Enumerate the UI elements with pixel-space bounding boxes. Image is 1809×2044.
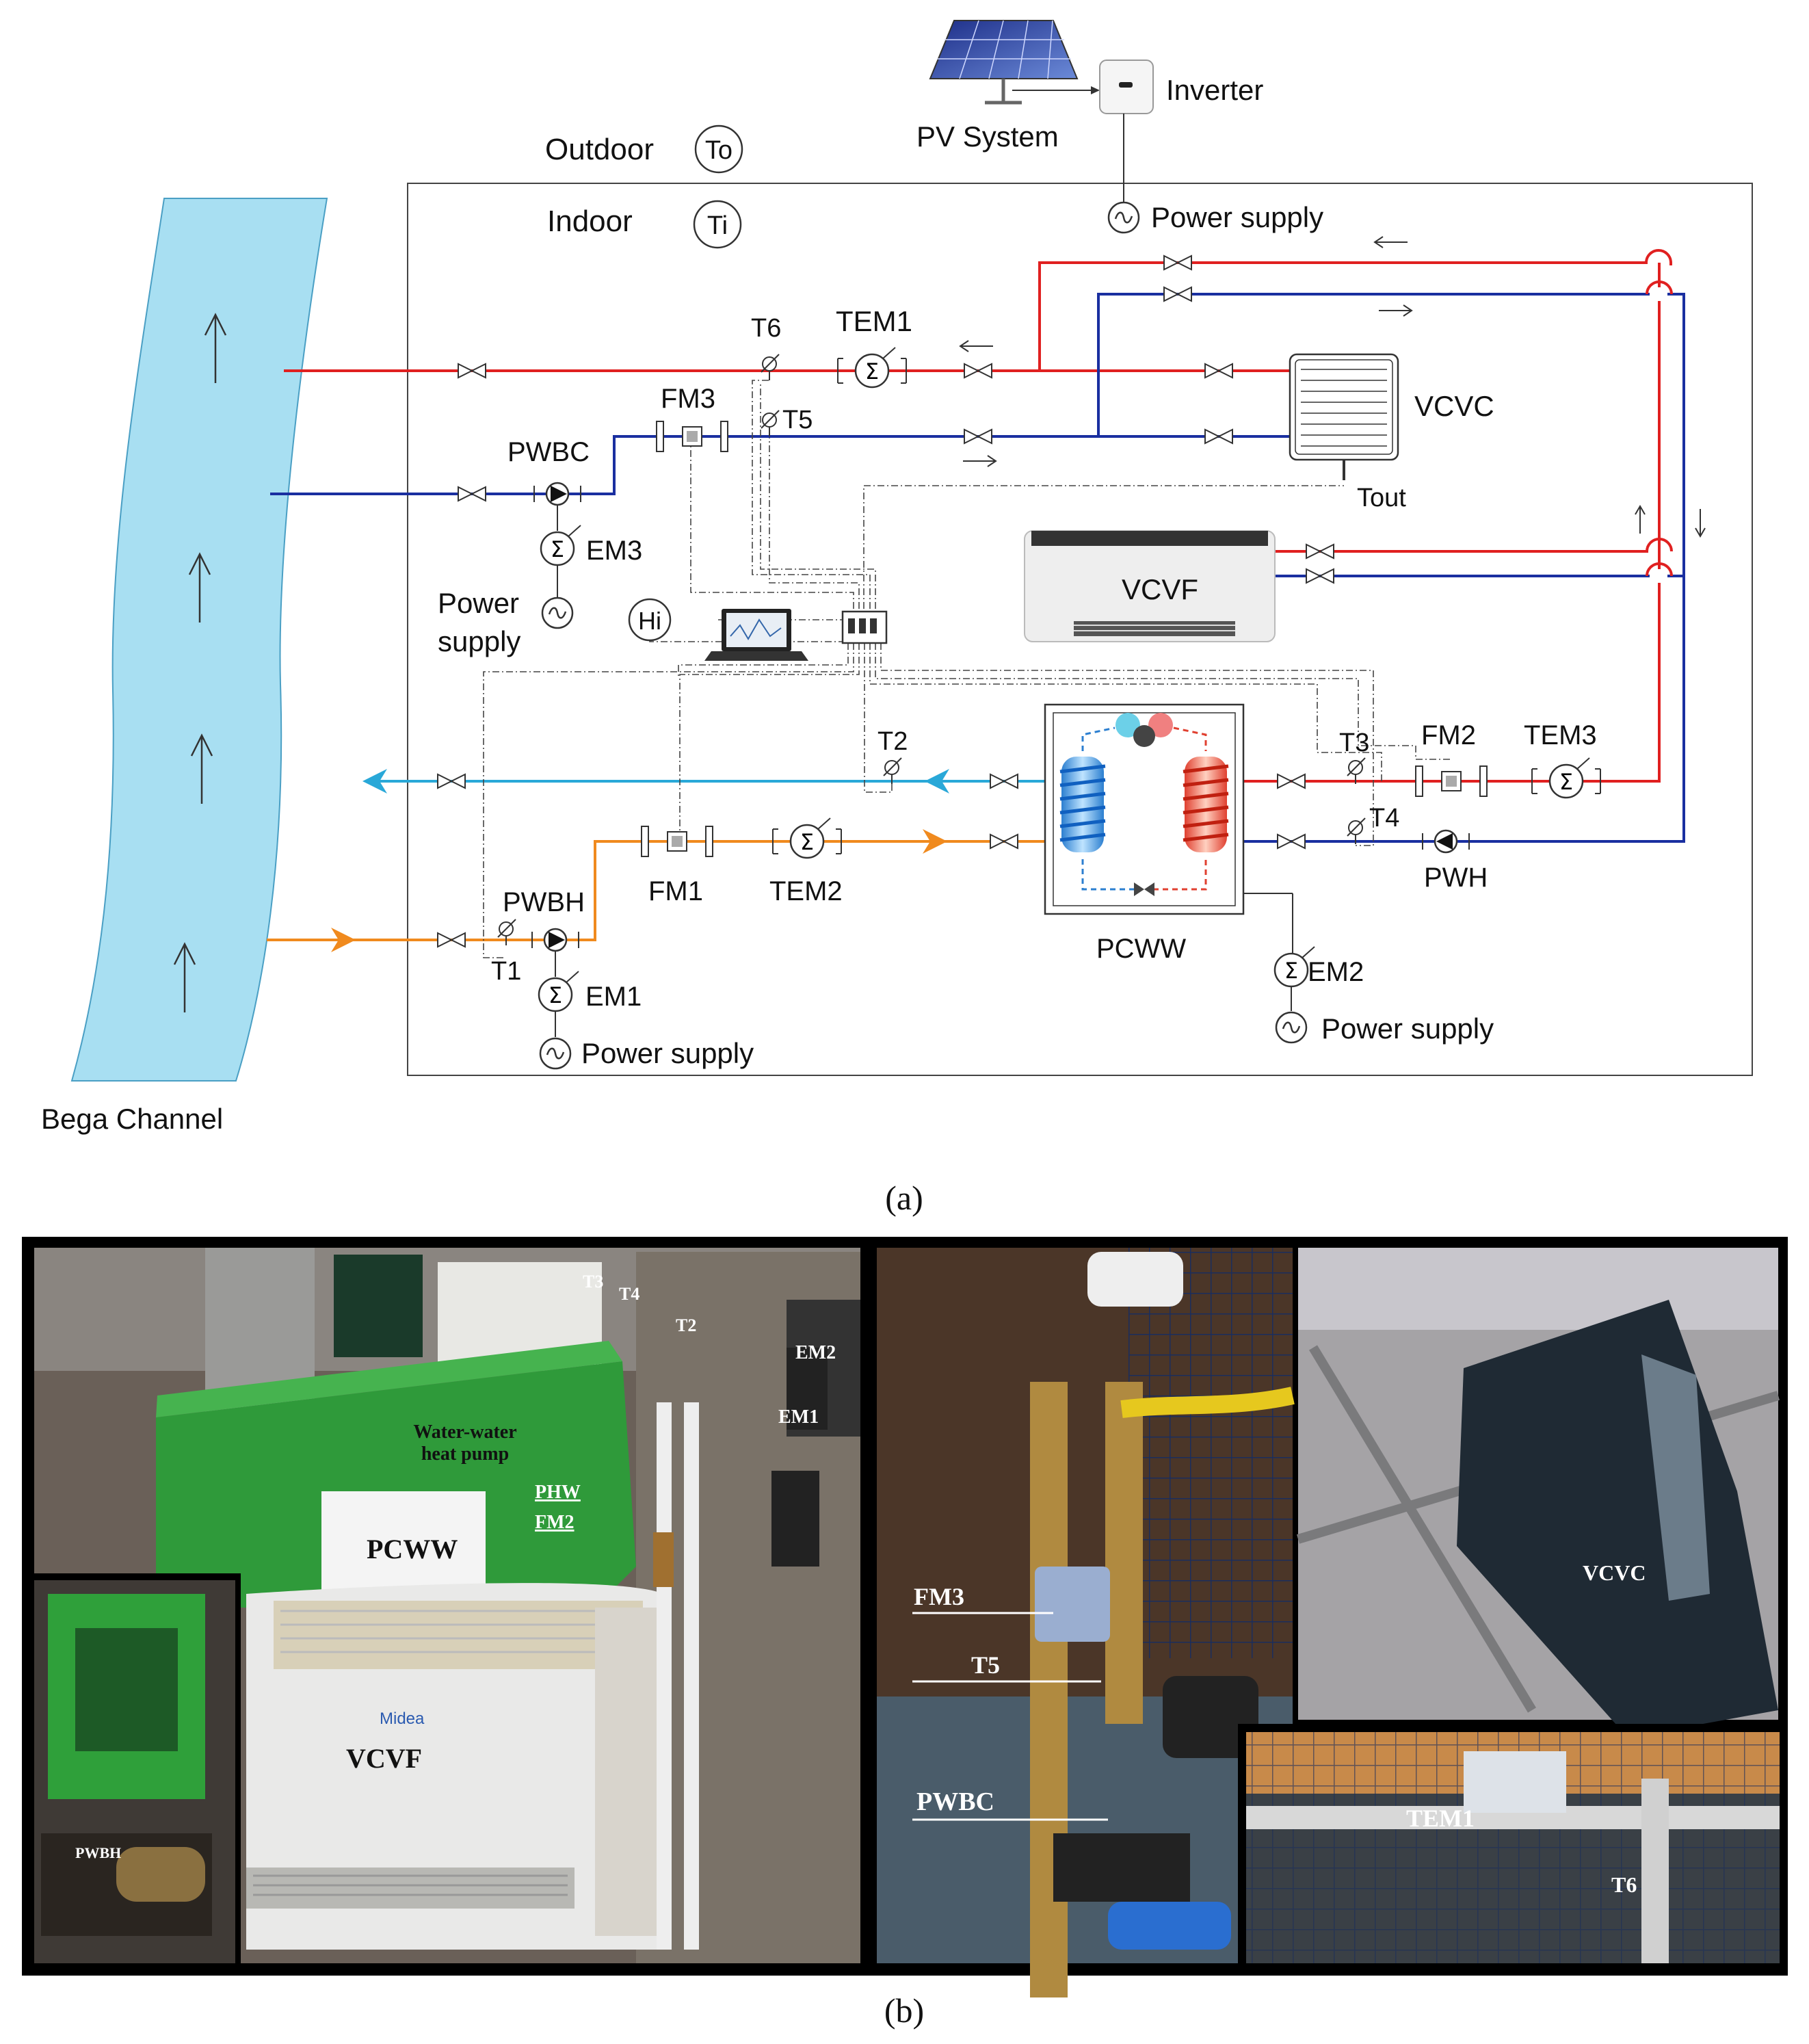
tout-label: Tout xyxy=(1357,484,1406,512)
photo-inset-pwbh xyxy=(29,1573,241,1969)
power-supply-right-icon xyxy=(1275,1011,1308,1044)
cold-pipes xyxy=(270,293,1685,843)
photo1-t2-label: T2 xyxy=(676,1315,696,1335)
photo1-phw-label: PHW xyxy=(535,1482,581,1503)
tem1-label: TEM1 xyxy=(836,305,912,337)
outdoor-label: Outdoor xyxy=(545,133,654,166)
tem1-meter xyxy=(836,346,908,389)
photo2-leaders xyxy=(912,1612,1108,1821)
photo4-tem1-label: TEM1 xyxy=(1406,1805,1475,1832)
t2-label: T2 xyxy=(877,727,908,756)
power-supply-bottom-label: Power supply xyxy=(581,1037,754,1069)
photo1-pwbh-label: PWBH xyxy=(75,1844,121,1861)
channel-flow-arrows xyxy=(173,313,227,1012)
bega-channel-label: Bega Channel xyxy=(41,1103,223,1135)
tem2-label: TEM2 xyxy=(769,876,843,906)
photo4-t6-label: T6 xyxy=(1611,1872,1637,1897)
data-logger xyxy=(841,610,888,644)
em1-meter xyxy=(538,970,580,1012)
t6-label: T6 xyxy=(751,314,781,343)
laptop-icon xyxy=(704,609,808,661)
humidity-sensor xyxy=(628,598,672,642)
fm2-label: FM2 xyxy=(1421,720,1476,750)
t5-sensor xyxy=(761,410,780,437)
caption-b: (b) xyxy=(884,1991,924,2030)
sensor-wiring xyxy=(483,380,1451,958)
t4-label: T4 xyxy=(1369,804,1399,833)
t1-label: T1 xyxy=(491,957,521,986)
outdoor-temp-sensor xyxy=(694,125,743,174)
supply-arrow-2 xyxy=(923,829,947,854)
tem3-label: TEM3 xyxy=(1524,720,1597,750)
t1-sensor xyxy=(497,919,516,946)
caption-a: (a) xyxy=(885,1179,923,1217)
to-label: To xyxy=(705,136,732,165)
power-supply-top-icon xyxy=(1107,201,1140,234)
t5-label: T5 xyxy=(782,406,813,434)
em3-label: EM3 xyxy=(586,536,642,566)
indoor-boundary xyxy=(407,183,1753,1076)
photo2-pwbc-label: PWBC xyxy=(916,1787,994,1816)
em3-meter xyxy=(540,524,582,566)
photo2-t5-label: T5 xyxy=(971,1651,1000,1679)
photo1-em1-label: EM1 xyxy=(778,1406,819,1428)
photo1-fm2-label: FM2 xyxy=(535,1512,575,1533)
photo1-em2-label: EM2 xyxy=(795,1342,836,1363)
indoor-label: Indoor xyxy=(547,205,633,238)
direction-arrows xyxy=(959,236,1706,538)
photo1-vcvf-label: VCVF xyxy=(346,1743,422,1774)
pv-panel xyxy=(929,20,1079,105)
fm3-label: FM3 xyxy=(661,384,715,414)
ti-label: Ti xyxy=(707,211,728,240)
em1-label: EM1 xyxy=(585,982,642,1012)
pcww-label: PCWW xyxy=(1096,934,1186,964)
photo1-pcww-label: PCWW xyxy=(367,1534,458,1564)
inverter-icon xyxy=(1099,60,1154,114)
photo-pipe-detail xyxy=(877,1248,1295,1997)
vcvf-label: VCVF xyxy=(1122,573,1198,605)
pwbc-label: PWBC xyxy=(507,437,590,467)
photo-tem1-detail xyxy=(1238,1724,1788,1969)
vcvf-unit xyxy=(1024,530,1276,642)
photo-vcvc-unit xyxy=(1296,1248,1780,1738)
photo1-t3-label: T3 xyxy=(583,1272,603,1292)
pwbh-label: PWBH xyxy=(503,887,585,917)
bega-channel xyxy=(70,198,328,1082)
hi-label: Hi xyxy=(638,607,661,635)
power-supply-left-icon xyxy=(541,597,574,629)
tem3-meter xyxy=(1531,757,1602,799)
indoor-temp-sensor xyxy=(693,200,742,249)
power-supply-bottom-icon xyxy=(539,1037,572,1070)
pv-system-label: PV System xyxy=(916,120,1059,153)
hot-pipes xyxy=(284,249,1673,783)
em2-label: EM2 xyxy=(1308,957,1364,987)
power-supply-top-label: Power supply xyxy=(1151,201,1323,233)
inverter-label: Inverter xyxy=(1166,74,1263,106)
photo2-fm3-label: FM3 xyxy=(914,1583,964,1610)
vcvc-label: VCVC xyxy=(1414,390,1494,422)
pwh-label: PWH xyxy=(1424,863,1488,893)
return-arrow-1 xyxy=(362,769,387,794)
photo3-vcvc-label: VCVC xyxy=(1583,1560,1646,1585)
vcvc-unit xyxy=(1289,353,1399,461)
photo1-t4-label: T4 xyxy=(619,1284,639,1304)
tem2-meter xyxy=(771,817,843,859)
t3-label: T3 xyxy=(1339,729,1369,757)
t6-sensor xyxy=(761,354,780,381)
fm1-label: FM1 xyxy=(648,876,703,906)
pcww-heat-pump xyxy=(1044,703,1245,915)
power-supply-right-label: Power supply xyxy=(1321,1012,1494,1045)
supply-arrow-1 xyxy=(331,928,356,952)
return-arrow-2 xyxy=(925,769,949,794)
photo1-brand-label: Midea xyxy=(380,1709,425,1728)
